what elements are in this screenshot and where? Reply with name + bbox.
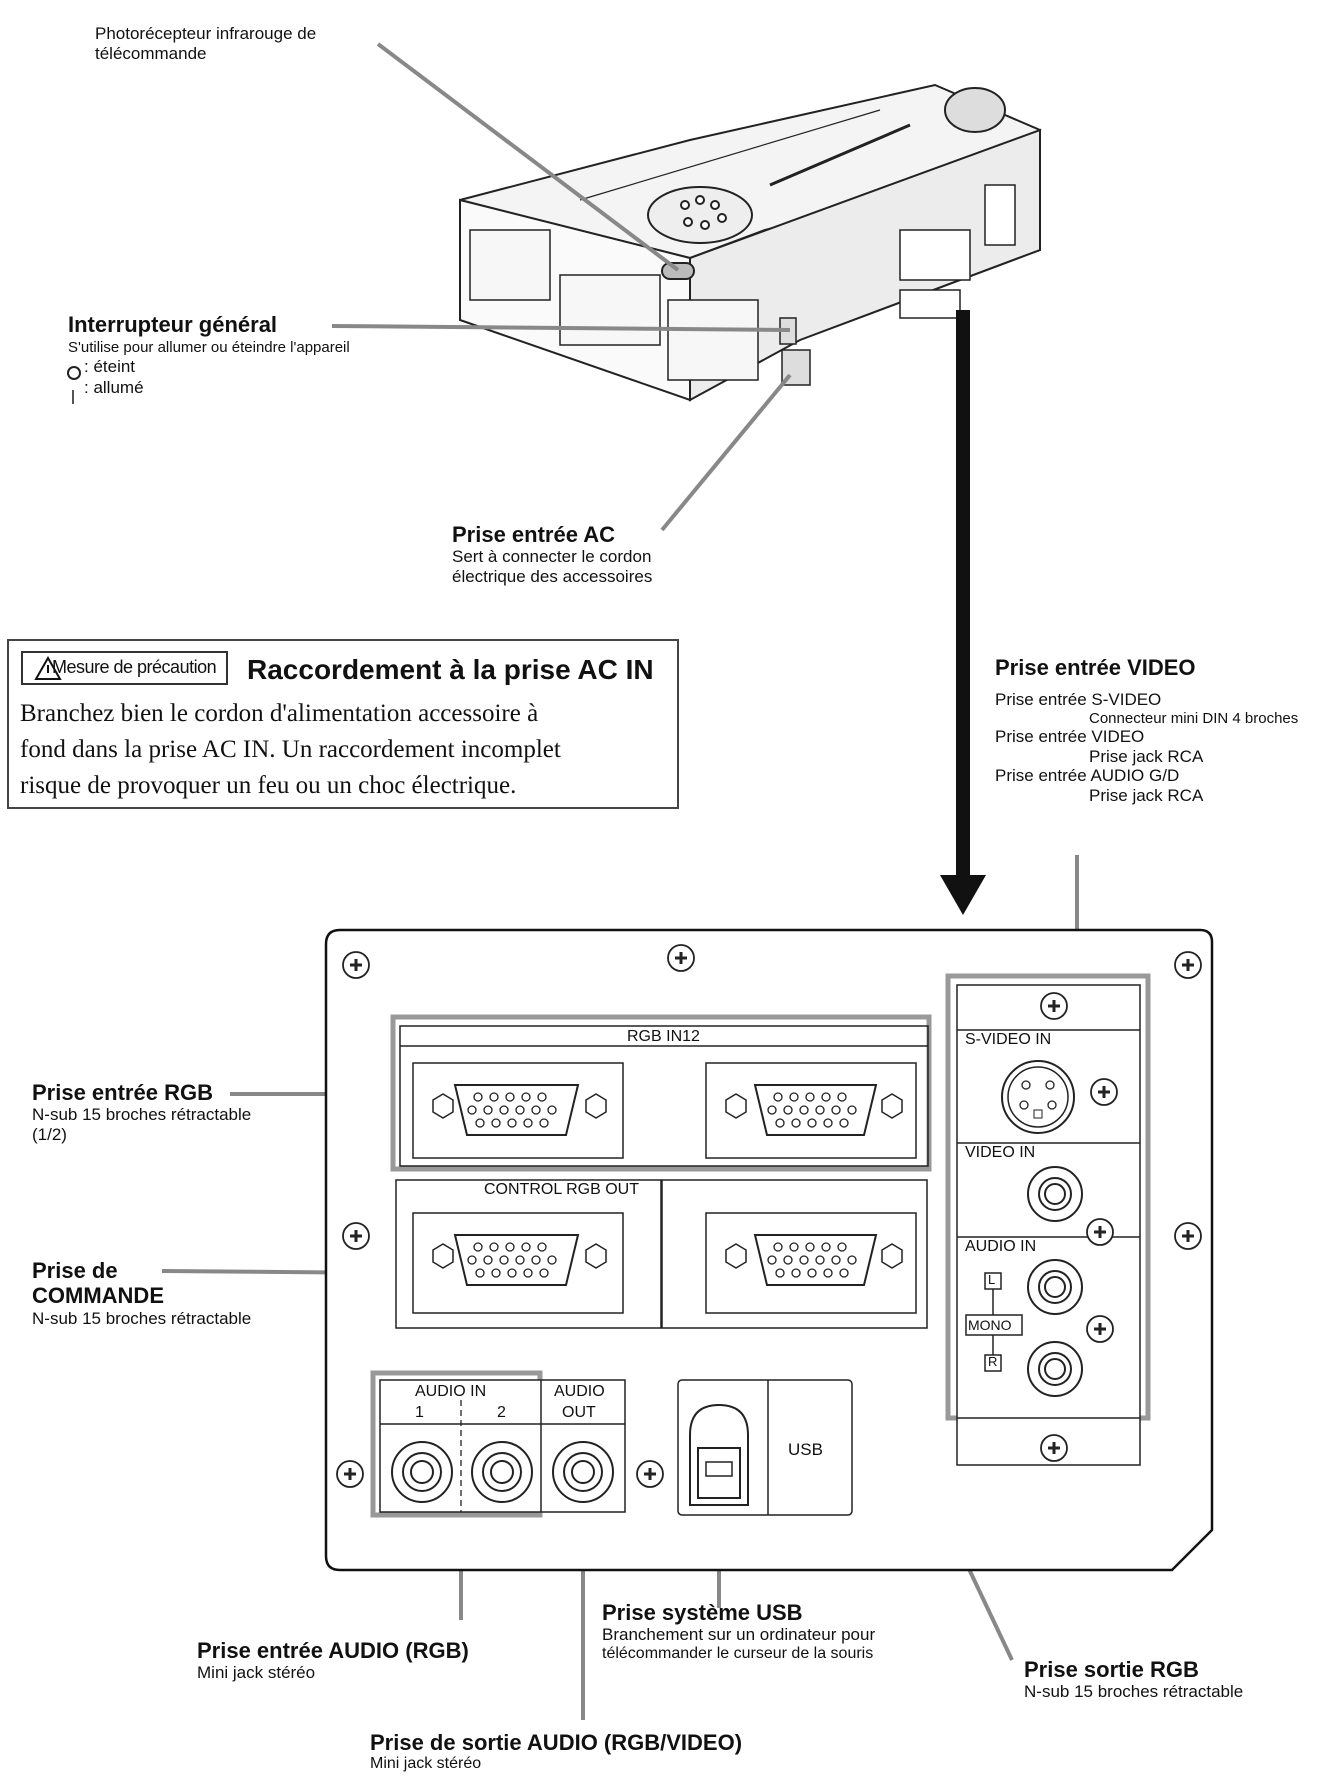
warning-triangle-icon bbox=[34, 655, 62, 680]
panel-svideo-in-label: S-VIDEO IN bbox=[965, 1031, 1052, 1048]
usb-title: Prise système USB bbox=[602, 1600, 803, 1625]
rgb-out-title: Prise sortie RGB bbox=[1024, 1657, 1199, 1682]
audio-gd-label: Prise entrée AUDIO G/D bbox=[995, 766, 1180, 786]
usb-line2: télécommander le curseur de la souris bbox=[602, 1644, 874, 1662]
main-switch-off: : éteint bbox=[84, 356, 136, 376]
usb-callout: Prise système USB Branchement sur un ord… bbox=[602, 1600, 875, 1663]
caution-badge: Mesure de précaution bbox=[52, 657, 217, 677]
audio-out-desc: Mini jack stéréo bbox=[370, 1755, 482, 1773]
rgb-input-callout: Prise entrée RGB N-sub 15 broches rétrac… bbox=[32, 1080, 251, 1144]
control-callout: Prise de COMMANDE N-sub 15 broches rétra… bbox=[32, 1258, 251, 1328]
switch-leader bbox=[331, 324, 791, 332]
ir-receiver-line1: Photorécepteur infrarouge de bbox=[95, 24, 317, 43]
panel-audio-in-video-label: AUDIO IN bbox=[965, 1238, 1037, 1255]
rgb-in-highlight bbox=[390, 1014, 932, 1172]
ac-inlet-line1: Sert à connecter le cordon bbox=[452, 547, 652, 567]
panel-control-rgb-out-label: CONTROL RGB OUT bbox=[484, 1181, 639, 1200]
control-title2: COMMANDE bbox=[32, 1283, 164, 1309]
usb-line1: Branchement sur un ordinateur pour bbox=[602, 1625, 876, 1645]
video-type: Prise jack RCA bbox=[1089, 746, 1204, 766]
projector-illustration bbox=[459, 83, 1042, 402]
audio-out-title: Prise de sortie AUDIO (RGB/VIDEO) bbox=[370, 1730, 743, 1755]
main-switch-callout: Interrupteur général S'utilise pour allu… bbox=[68, 312, 350, 398]
video-input-callout: Prise entrée VIDEO Prise entrée S-VIDEO … bbox=[995, 655, 1298, 805]
rear-panel bbox=[324, 928, 1214, 1572]
ir-leader bbox=[376, 42, 680, 272]
audio-gd-type: Prise jack RCA bbox=[1089, 785, 1204, 805]
caution-line1: Branchez bien le cordon d'alimentation a… bbox=[20, 700, 539, 727]
caution-title: Raccordement à la prise AC IN bbox=[247, 654, 654, 685]
control-desc: N-sub 15 broches rétractable bbox=[32, 1308, 252, 1328]
screw-icon bbox=[336, 944, 1202, 1488]
panel-usb-label: USB bbox=[788, 1440, 823, 1459]
rgb-input-line2: (1/2) bbox=[32, 1124, 67, 1144]
ir-receiver-line2: télécommande bbox=[95, 43, 207, 63]
rgb-input-title: Prise entrée RGB bbox=[32, 1080, 213, 1105]
panel-r-label: R bbox=[988, 1354, 998, 1369]
audio-in-rgb-callout: Prise entrée AUDIO (RGB) Mini jack stéré… bbox=[197, 1638, 469, 1683]
caution-body: Branchez bien le cordon d'alimentation a… bbox=[20, 696, 561, 804]
ac-inlet-callout: Prise entrée AC Sert à connecter le cord… bbox=[452, 522, 652, 586]
ac-inlet-line2: électrique des accessoires bbox=[452, 566, 653, 586]
main-switch-desc: S'utilise pour allumer ou éteindre l'app… bbox=[68, 339, 350, 357]
arrow-down-icon bbox=[940, 310, 986, 915]
ir-receiver-label: Photorécepteur infrarouge de télécommand… bbox=[95, 24, 316, 63]
panel-mono-label: MONO bbox=[968, 1317, 1012, 1333]
panel-audio-out-label2: OUT bbox=[562, 1404, 596, 1421]
panel-video-in-label: VIDEO IN bbox=[965, 1144, 1036, 1161]
audio-in-rgb-title: Prise entrée AUDIO (RGB) bbox=[197, 1638, 469, 1663]
panel-l-label: L bbox=[988, 1272, 996, 1287]
caution-line2: fond dans la prise AC IN. Un raccordemen… bbox=[20, 736, 561, 763]
caution-line3: risque de provoquer un feu ou un choc él… bbox=[20, 772, 517, 799]
audio-out-callout: Prise de sortie AUDIO (RGB/VIDEO) Mini j… bbox=[370, 1730, 742, 1774]
main-switch-on: : allumé bbox=[84, 378, 144, 398]
audio-in-rgb-desc: Mini jack stéréo bbox=[197, 1663, 316, 1683]
panel-audio-out-label1: AUDIO bbox=[554, 1383, 605, 1400]
svideo-label: Prise entrée S-VIDEO bbox=[995, 690, 1162, 710]
panel-audio-in-label: AUDIO IN bbox=[415, 1383, 487, 1400]
rgb-input-line1: N-sub 15 broches rétractable bbox=[32, 1105, 252, 1125]
video-label: Prise entrée VIDEO bbox=[995, 727, 1145, 747]
video-input-title: Prise entrée VIDEO bbox=[995, 655, 1196, 680]
ac-inlet-title: Prise entrée AC bbox=[452, 522, 616, 547]
control-title1: Prise de bbox=[32, 1258, 118, 1283]
panel-rgb-in-label: RGB IN12 bbox=[627, 1028, 700, 1045]
svideo-type: Connecteur mini DIN 4 broches bbox=[1089, 709, 1299, 727]
rgb-out-desc: N-sub 15 broches rétractable bbox=[1024, 1682, 1244, 1702]
power-off-circle-icon bbox=[67, 366, 81, 380]
ac-leader bbox=[660, 373, 792, 532]
panel-ch2-label: 2 bbox=[497, 1404, 506, 1421]
panel-ch1-label: 1 bbox=[415, 1404, 424, 1421]
rgb-out-callout: Prise sortie RGB N-sub 15 broches rétrac… bbox=[1024, 1657, 1243, 1702]
main-switch-title: Interrupteur général bbox=[68, 312, 278, 337]
